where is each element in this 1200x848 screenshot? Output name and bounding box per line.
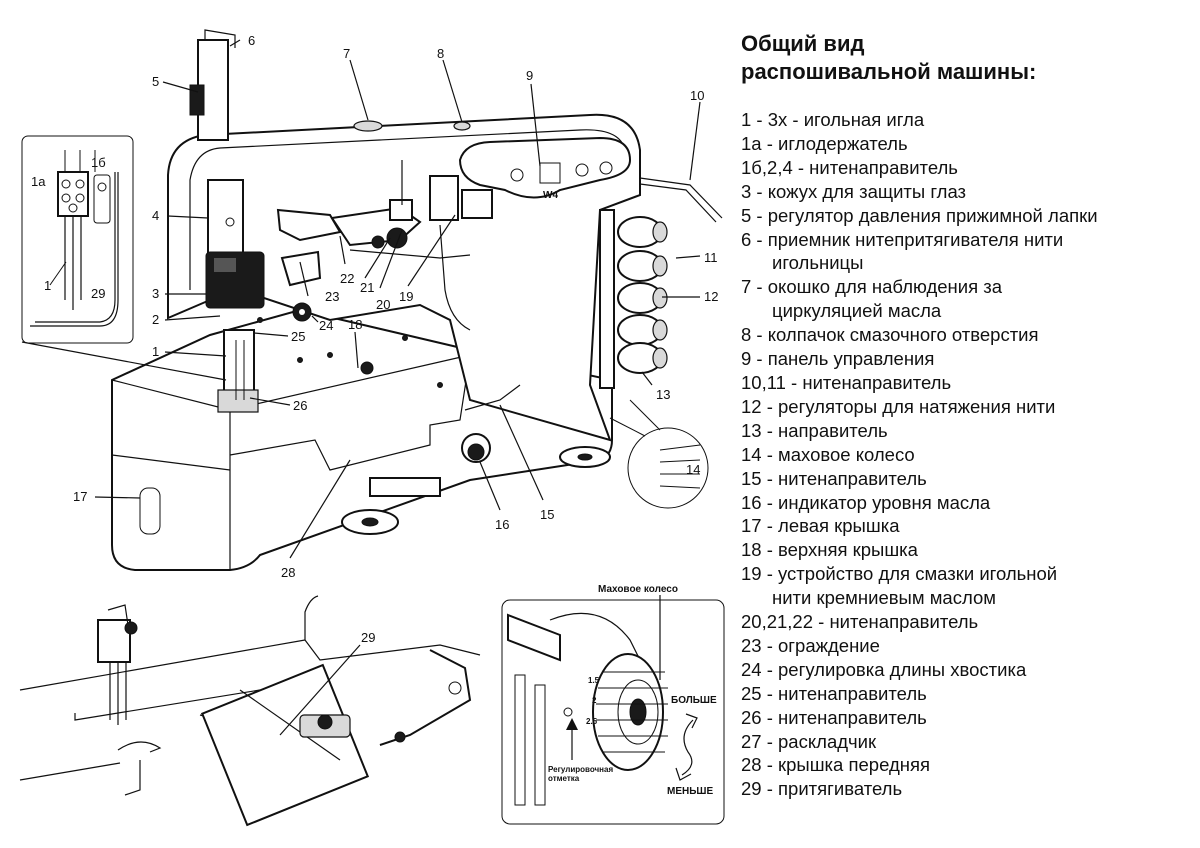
callout-6: 6 — [248, 33, 255, 48]
callout-numbers: 6 5 7 8 9 10 11 12 13 14 4 3 2 1 25 26 2… — [73, 33, 718, 580]
callout-29-inset: 29 — [91, 286, 105, 301]
scale-2: 2 — [592, 696, 597, 705]
callout-21: 21 — [360, 280, 374, 295]
handwheel-title: Маховое колесо — [598, 584, 678, 595]
legend-item: 10,11 - нитенаправитель — [741, 371, 952, 393]
legend-item: 24 - регулировка длины хвостика — [741, 658, 1027, 680]
legend-item: 13 - направитель — [741, 419, 888, 441]
callout-17: 17 — [73, 489, 87, 504]
callout-24: 24 — [319, 318, 333, 333]
looper-detail: 29 — [19, 595, 481, 827]
scale-1-5: 1.5 — [588, 676, 600, 685]
callout-23: 23 — [325, 289, 339, 304]
legend: Общий вид распошивальной машины: 1 - 3х … — [741, 30, 1191, 801]
legend-item: 27 - раскладчик — [741, 730, 877, 752]
legend-item: 15 - нитенаправитель — [741, 467, 927, 489]
callout-26: 26 — [293, 398, 307, 413]
legend-item: 7 - окошко для наблюдения за — [741, 276, 1003, 298]
callout-29-bottom: 29 — [361, 630, 375, 645]
legend-item: игольницы — [772, 252, 864, 274]
callout-7: 7 — [343, 46, 350, 61]
legend-item: 12 - регуляторы для натяжения нити — [741, 395, 1056, 417]
callout-20: 20 — [376, 297, 390, 312]
w4-label: W4 — [543, 190, 558, 201]
callout-19: 19 — [399, 289, 413, 304]
callout-12: 12 — [704, 289, 718, 304]
callout-18: 18 — [348, 317, 362, 332]
legend-item: 23 - ограждение — [741, 634, 880, 656]
legend-item: нити кремниевым маслом — [772, 587, 996, 609]
scale-2-5: 2.5 — [586, 717, 598, 726]
legend-item: 3 - кожух для защиты глаз — [741, 180, 967, 202]
callout-3: 3 — [152, 286, 159, 301]
callout-13: 13 — [656, 387, 670, 402]
callout-15: 15 — [540, 507, 554, 522]
legend-item: 5 - регулятор давления прижимной лапки — [741, 204, 1098, 226]
leader-lines — [21, 39, 701, 559]
legend-item: 9 - панель управления — [741, 348, 935, 370]
legend-item: 14 - маховое колесо — [741, 443, 915, 465]
callout-25: 25 — [291, 329, 305, 344]
legend-item: 20,21,22 - нитенаправитель — [741, 611, 979, 633]
legend-item: 17 - левая крышка — [741, 515, 900, 537]
callout-28: 28 — [281, 565, 295, 580]
legend-title: Общий вид распошивальной машины: — [741, 31, 1037, 84]
legend-item: 16 - индикатор уровня масла — [741, 491, 991, 513]
callout-10: 10 — [690, 88, 704, 103]
legend-item: 29 - притягиватель — [741, 778, 903, 800]
callout-8: 8 — [437, 46, 444, 61]
legend-item: 28 - крышка передняя — [741, 754, 930, 776]
callout-5: 5 — [152, 74, 159, 89]
callout-4: 4 — [152, 208, 159, 223]
legend-item: 25 - нитенаправитель — [741, 682, 927, 704]
callout-2: 2 — [152, 312, 159, 327]
tension-knobs — [599, 209, 668, 389]
legend-item: 1а - иглодержатель — [741, 132, 908, 154]
sewing-machine-body: W4 — [111, 29, 723, 571]
callout-22: 22 — [340, 271, 354, 286]
callout-1-inset: 1 — [44, 278, 51, 293]
callout-1: 1 — [152, 344, 159, 359]
callout-11: 11 — [704, 250, 718, 265]
needle-inset: 1а 1б 1 29 — [21, 135, 134, 344]
legend-item: 6 - приемник нитепритягивателя нити — [741, 228, 1064, 250]
legend-item: 1 - 3х - игольная игла — [741, 109, 925, 130]
legend-item: 18 - верхняя крышка — [741, 539, 918, 561]
legend-item: 8 - колпачок смазочного отверстия — [741, 324, 1039, 346]
callout-14: 14 — [686, 462, 700, 477]
sewing-machine-diagram: 1а 1б 1 29 W4 — [19, 29, 725, 827]
less-label: МЕНЬШЕ — [667, 786, 713, 797]
callout-1a: 1а — [31, 174, 46, 189]
handwheel-inset: Маховое колесо 1.5 2 2.5 БОЛЬШЕ МЕНЬШЕ Р… — [501, 584, 725, 825]
legend-item: 1б,2,4 - нитенаправитель — [741, 156, 958, 178]
callout-9: 9 — [526, 68, 533, 83]
legend-item: 19 - устройство для смазки игольной — [741, 563, 1058, 585]
callout-1b: 1б — [91, 155, 106, 170]
more-label: БОЛЬШЕ — [671, 695, 717, 706]
callout-16: 16 — [495, 517, 509, 532]
adjust-mark-label-1: Регулировочная — [548, 765, 613, 774]
legend-item: циркуляцией масла — [772, 300, 942, 322]
legend-item: 26 - нитенаправитель — [741, 706, 927, 728]
adjust-mark-label-2: отметка — [548, 774, 580, 783]
handwheel-ridges — [596, 671, 668, 753]
